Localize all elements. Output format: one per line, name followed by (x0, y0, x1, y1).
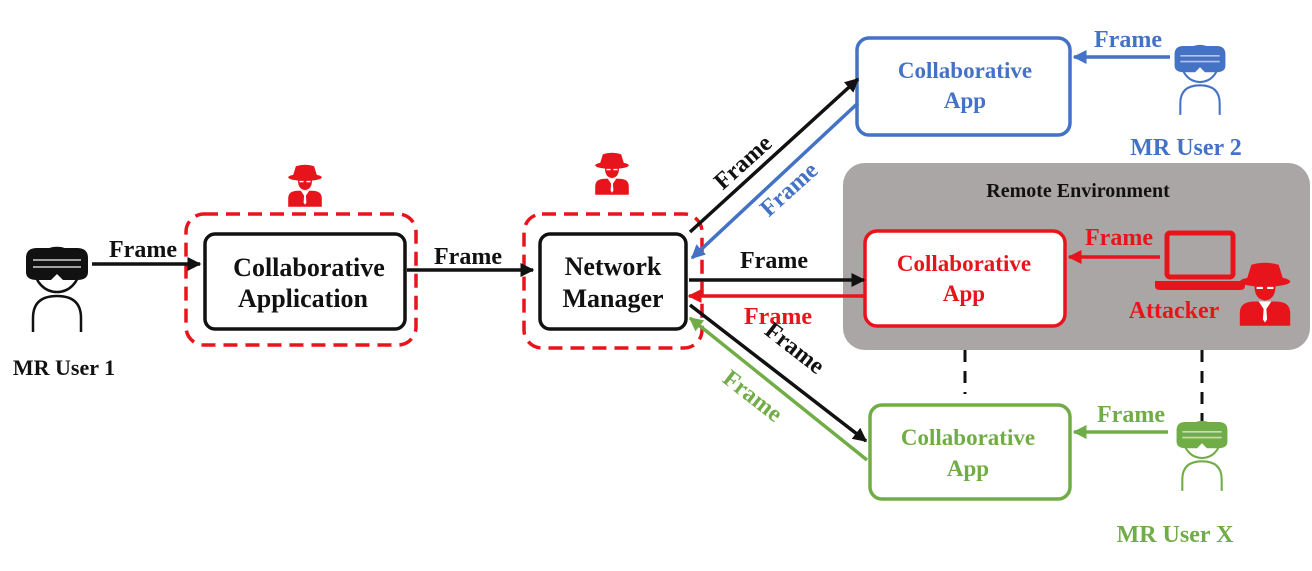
frame-label-from-red: Frame (744, 304, 812, 330)
attacker-label: Attacker (1129, 298, 1220, 324)
remote-environment-label: Remote Environment (986, 180, 1170, 202)
collaborative-app-red-line2: App (943, 281, 985, 306)
frame-label-from-green: Frame (718, 365, 788, 428)
collaborative-app-blue-line2: App (944, 88, 986, 113)
collaborative-app-green-line1: Collaborative (901, 425, 1035, 450)
arrow-green-app-to-network (688, 316, 869, 462)
vr-headset-user-icon (1175, 420, 1229, 492)
collaborative-app-red-line1: Collaborative (897, 251, 1031, 276)
network-manager-line1: Network (565, 252, 662, 281)
mr-user-2-label: MR User 2 (1130, 135, 1242, 161)
collaborative-application-line1: Collaborative (233, 253, 385, 282)
arrow-network-to-green-app (688, 303, 868, 443)
frame-label-user-x: Frame (1097, 402, 1165, 428)
hacker-icon (287, 164, 323, 208)
vr-headset-user-icon (24, 246, 90, 334)
collaborative-app-blue-line1: Collaborative (898, 58, 1032, 83)
frame-label-attacker: Frame (1085, 225, 1153, 251)
collaborative-application-line2: Application (238, 284, 369, 313)
frame-label-user2: Frame (1094, 27, 1162, 53)
mr-user-1-label: MR User 1 (13, 355, 115, 380)
hacker-icon (594, 152, 630, 196)
collaborative-app-blue-box: Collaborative App (855, 36, 1072, 137)
collaborative-app-red-box: Collaborative App (863, 229, 1067, 328)
collaborative-app-green-line2: App (947, 456, 989, 481)
collaborative-app-green-box: Collaborative App (868, 403, 1072, 501)
network-manager-box: Network Manager (538, 232, 688, 331)
network-manager-line2: Manager (562, 284, 663, 313)
threat-region-network (522, 212, 704, 350)
frame-label-user1: Frame (109, 237, 177, 263)
arrow-blue-app-to-network (690, 101, 860, 260)
frame-label-application: Frame (434, 244, 502, 270)
arrow-network-to-blue-app (688, 77, 860, 234)
mr-user-x-label: MR User X (1117, 522, 1235, 548)
threat-region-application (184, 212, 418, 347)
laptop-icon (1155, 230, 1245, 290)
collaborative-application-box: Collaborative Application (203, 232, 407, 331)
frame-label-to-red: Frame (740, 248, 808, 274)
vr-headset-user-icon (1173, 44, 1227, 116)
